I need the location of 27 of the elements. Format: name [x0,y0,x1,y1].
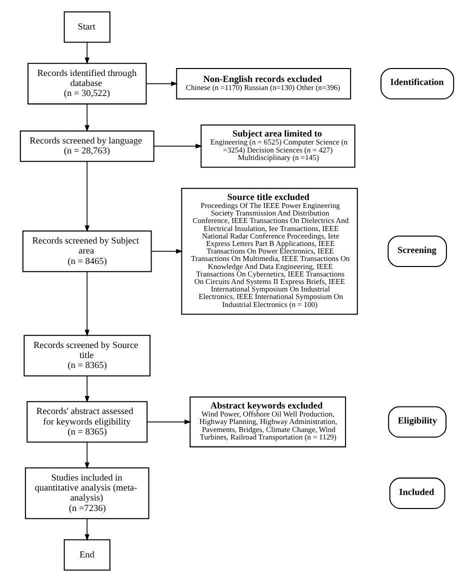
node-box: Screening [388,236,447,268]
node-box: Records' abstract assessed for keywords eligibility (n = 8365) [26,401,148,443]
arrow [84,376,90,403]
node-box: Abstract keywords excluded Wind Power, Offshore Oil Well Production, Highway Planning, Highway Administration, Pavements, Bridges, Climate Change, Wind Turbines, Railroad Transportation (n = 1129) [190,396,346,448]
node-box: Non-English records excluded Chinese (n =1170) Russian (n=130) Other (n=396) [176,68,352,100]
node-box: Records screened by language (n = 28,763) [20,130,154,162]
node-box: Start [64,11,110,43]
arrow [84,160,90,232]
arrow [151,248,183,254]
arrow [146,420,192,424]
node-box: Studies included in quantitative analysis (meta-analysis) (n =7236) [24,467,150,520]
node-box: Included [389,478,446,509]
arrow [84,42,90,64]
arrow [84,518,90,541]
node-box: End [64,539,110,571]
node-box: Identification [380,68,454,100]
arrow [153,144,202,149]
node-box: Records screened by Subject area (n = 8465) [22,230,152,272]
arrow [84,442,90,470]
arrow [84,271,90,337]
arrow [146,81,178,86]
node-box: Records identified through database (n = 30,522) [27,62,147,104]
arrow [84,104,90,132]
node-box: Source title excluded Proceedings Of The IEEE Power Engineering Society Transmission And Distribution Conference, IEEE Transactions On Dielectrics And Electrical Insulation, Iee Transactions, IEEE National Radar Conference Proceedings, Iete Express Letters Part B Applications, IEEE Transactions On Power Electronics, IEEE Transactions On Multimedia, IEEE Transactions On Knowledge And Data Engineering, IEEE Transactions On Cybernetics, IEEE Transactions On Circuits And Systems II Express Briefs, IEEE International Symposium On Industrial Electronics, IEEE International Symposium On Industrial Electronics (n = 100) [181,188,358,315]
node-box: Eligibility [388,406,447,438]
node-box: Subject area limited to Engineering (n = 6525) Computer Science (n =3254) Decision Sciences (n = 427) Multidisciplinary (n =145) [200,124,356,168]
node-box: Records screened by Source title (n = 8365) [24,334,151,376]
